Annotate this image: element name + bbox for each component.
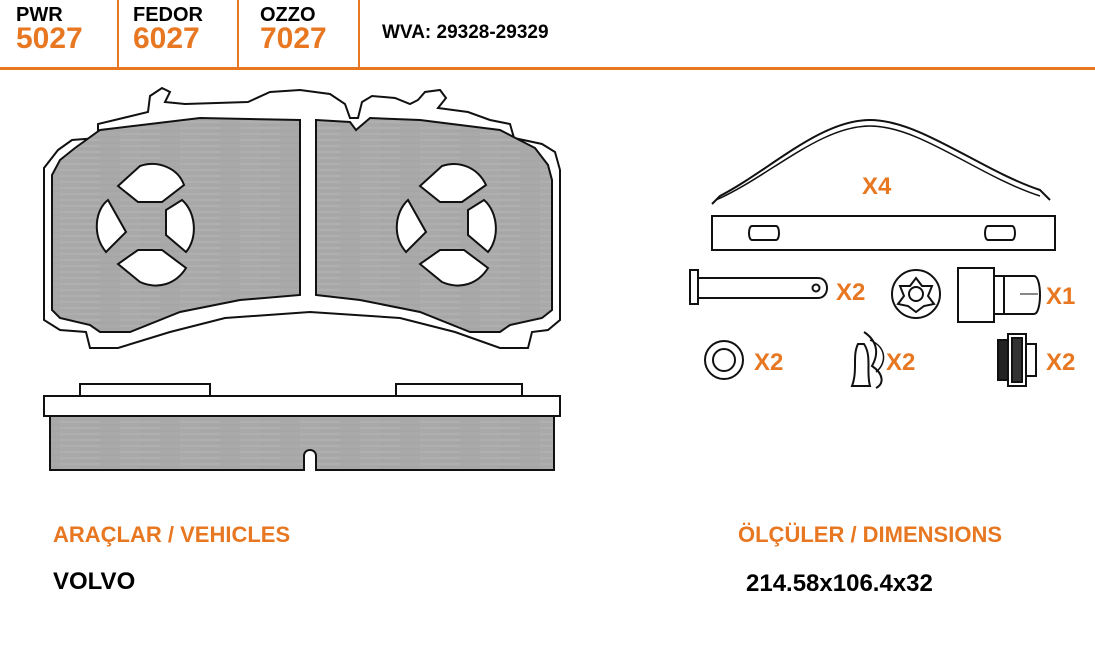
side-friction: [49, 415, 555, 471]
brake-pad-front-view: [43, 86, 561, 349]
pad-window: [165, 198, 195, 254]
dimensions-label: ÖLÇÜLER / DIMENSIONS: [738, 522, 1003, 547]
side-backing-plate: [43, 395, 561, 417]
header-divider: [358, 0, 360, 70]
adjuster-icon: [957, 267, 1041, 323]
clip-icon: [850, 331, 885, 389]
vehicles-value: VOLVO: [53, 568, 136, 595]
wire-spring-icon: [711, 118, 1051, 205]
clip-qty-label: X2: [886, 349, 915, 376]
screw-qty-label: X1: [1046, 283, 1075, 310]
brand-name: OZZO: [260, 4, 316, 26]
pin-icon: [689, 269, 828, 305]
washer-icon: [704, 340, 744, 380]
accessory-kit: [689, 118, 1056, 389]
brand-ozzo: OZZO 7027: [260, 4, 327, 66]
brand-name: PWR: [16, 4, 63, 26]
screw-head-icon: [891, 269, 941, 319]
vehicles-label: ARAÇLAR / VEHICLES: [53, 522, 291, 547]
pad-window: [116, 163, 186, 203]
header-divider: [237, 0, 239, 70]
pad-window: [95, 198, 128, 254]
friction-material: [315, 116, 553, 333]
brake-pad-side-view: [43, 383, 561, 471]
spring-qty-label: X4: [862, 173, 892, 200]
side-lug: [395, 383, 523, 397]
bushing-icon: [997, 333, 1037, 387]
dimensions-value: 214.58x106.4x32: [746, 570, 933, 597]
brand-code: 7027: [260, 22, 327, 55]
bushing-qty-label: X2: [1046, 349, 1075, 376]
brand-name: FEDOR: [133, 4, 203, 26]
retainer-bar-icon: [711, 215, 1056, 251]
pad-window: [395, 198, 428, 254]
side-lug: [79, 383, 211, 397]
pad-window: [467, 198, 497, 254]
brand-pwr: PWR 5027: [16, 4, 83, 66]
washer-qty-label: X2: [754, 349, 783, 376]
brand-code: 5027: [16, 22, 83, 55]
pad-window: [116, 249, 188, 287]
pin-qty-label: X2: [836, 279, 865, 306]
pad-window: [418, 249, 490, 287]
brand-code: 6027: [133, 22, 200, 55]
header-bar: PWR 5027 FEDOR 6027 OZZO 7027 WVA: 29328…: [0, 0, 1095, 70]
pad-window: [418, 163, 488, 203]
brand-fedor: FEDOR 6027: [133, 4, 203, 66]
wva-number: WVA: 29328-29329: [382, 22, 549, 43]
header-divider: [117, 0, 119, 70]
